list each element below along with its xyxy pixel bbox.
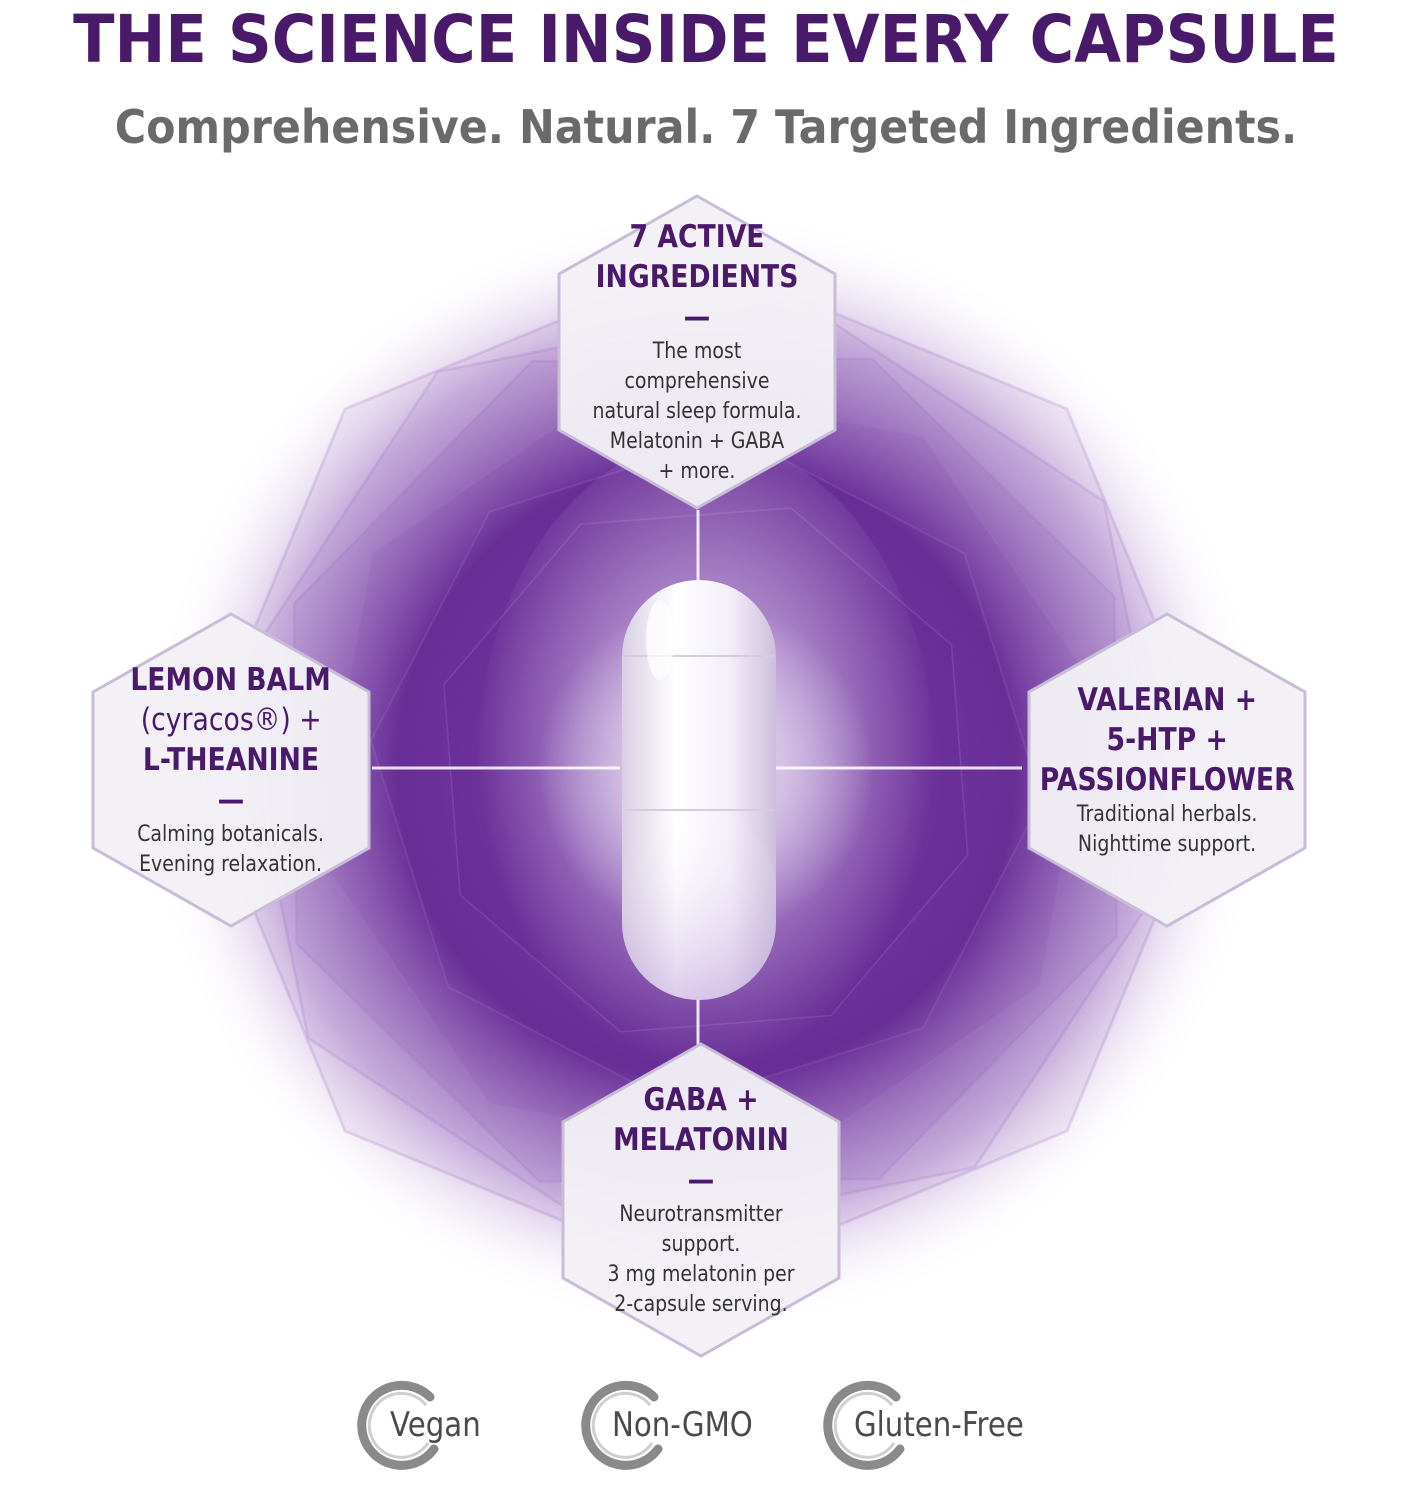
hexagon-icon: [561, 1042, 841, 1358]
card-title-line3: L-THEANINE —: [142, 742, 320, 818]
page-subtitle: Comprehensive. Natural. 7 Targeted Ingre…: [114, 100, 1298, 154]
page-title: THE SCIENCE INSIDE EVERY CAPSULE: [73, 1, 1339, 78]
badge-vegan: Vegan: [352, 1375, 512, 1475]
circle-badge-icon: [823, 1380, 905, 1470]
ingredient-card-right: VALERIAN + 5-HTP + PASSIONFLOWER Traditi…: [1022, 610, 1312, 930]
badge-label: Vegan: [390, 1405, 481, 1445]
ingredient-card-left: LEMON BALM (cyracos®) + L-THEANINE — Cal…: [86, 610, 376, 930]
hexagon-icon: [1027, 612, 1307, 928]
card-description: The most comprehensive natural sleep for…: [592, 339, 802, 484]
ingredient-card-top: 7 ACTIVE INGREDIENTS — The most comprehe…: [552, 192, 842, 512]
circle-badge-icon: [581, 1380, 663, 1470]
card-title: GABA + MELATONIN —: [613, 1082, 789, 1198]
card-title-line1: LEMON BALM: [130, 662, 332, 698]
card-description: Calming botanicals. Evening relaxation.: [137, 822, 325, 877]
badge-non-gmo: Non-GMO: [576, 1375, 786, 1475]
badge-gluten-free: Gluten-Free: [818, 1375, 1058, 1475]
capsule-illustration: [0, 170, 1412, 1330]
circle-badge-icon: [357, 1380, 439, 1470]
card-title: 7 ACTIVE INGREDIENTS —: [595, 219, 799, 335]
hexagon-icon: [91, 612, 371, 928]
capsule-icon: [622, 580, 776, 1000]
card-description: Neurotransmitter support. 3 mg melatonin…: [607, 1202, 795, 1317]
card-title: VALERIAN + 5-HTP + PASSIONFLOWER: [1039, 682, 1295, 798]
hexagon-icon: [557, 194, 837, 510]
badge-label: Non-GMO: [612, 1405, 753, 1445]
ingredient-card-bottom: GABA + MELATONIN — Neurotransmitter supp…: [556, 1040, 846, 1360]
badge-label: Gluten-Free: [854, 1405, 1024, 1445]
certification-badges: Vegan Non-GMO Gluten-Free: [0, 1375, 1412, 1475]
card-title-line2: (cyracos®) +: [140, 702, 322, 738]
card-description: Traditional herbals. Nighttime support.: [1076, 802, 1258, 857]
